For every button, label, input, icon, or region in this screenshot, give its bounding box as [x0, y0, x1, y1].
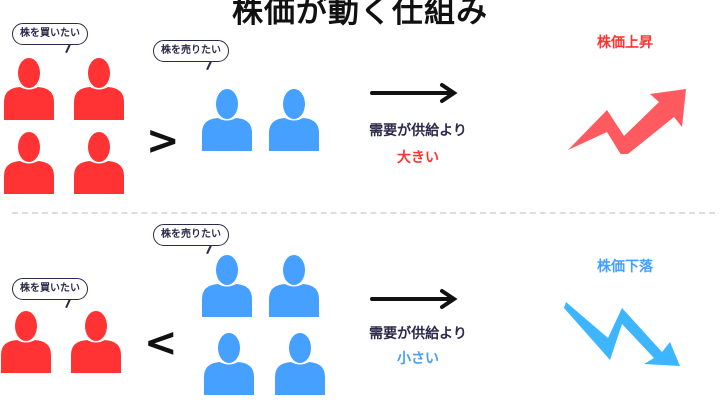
greater-than-sign: > — [146, 118, 180, 164]
seller-person-icon — [269, 255, 319, 317]
buy-speech-bubble: 株を買いたい — [12, 278, 88, 308]
page-title: 株価が動く仕組み — [232, 0, 488, 30]
buyer-person-icon — [74, 58, 124, 120]
buyer-person-icon — [4, 132, 54, 194]
seller-person-icon — [269, 89, 319, 151]
demand-supply-text: 需要が供給より — [369, 326, 467, 342]
buyer-person-icon — [1, 311, 51, 373]
seller-person-icon — [204, 333, 254, 395]
seller-person-icon — [202, 255, 252, 317]
right-arrow-icon — [370, 83, 458, 103]
demand-supply-text: 需要が供給より — [369, 123, 467, 139]
buyer-person-icon — [74, 132, 124, 194]
price-fall-label: 株価下落 — [597, 259, 653, 275]
rising-zigzag-arrow-icon — [568, 89, 686, 154]
sell-speech-bubble: 株を売りたい — [153, 40, 229, 70]
bubble-text: 株を買いたい — [20, 28, 80, 39]
falling-zigzag-arrow-icon — [564, 302, 680, 366]
divider — [12, 212, 715, 214]
result-text: 小さい — [397, 351, 439, 367]
result-text: 大きい — [397, 150, 439, 166]
seller-person-icon — [275, 333, 325, 395]
seller-person-icon — [202, 89, 252, 151]
less-than-sign: < — [144, 320, 178, 366]
price-rise-label: 株価上昇 — [597, 35, 653, 51]
bubble-text: 株を売りたい — [161, 229, 221, 240]
bubble-text: 株を売りたい — [161, 45, 221, 56]
right-arrow-icon — [370, 289, 458, 309]
buyer-person-icon — [4, 58, 54, 120]
buy-speech-bubble: 株を買いたい — [12, 23, 88, 53]
buyer-person-icon — [71, 311, 121, 373]
bubble-text: 株を買いたい — [20, 283, 80, 294]
sell-speech-bubble: 株を売りたい — [153, 224, 229, 254]
